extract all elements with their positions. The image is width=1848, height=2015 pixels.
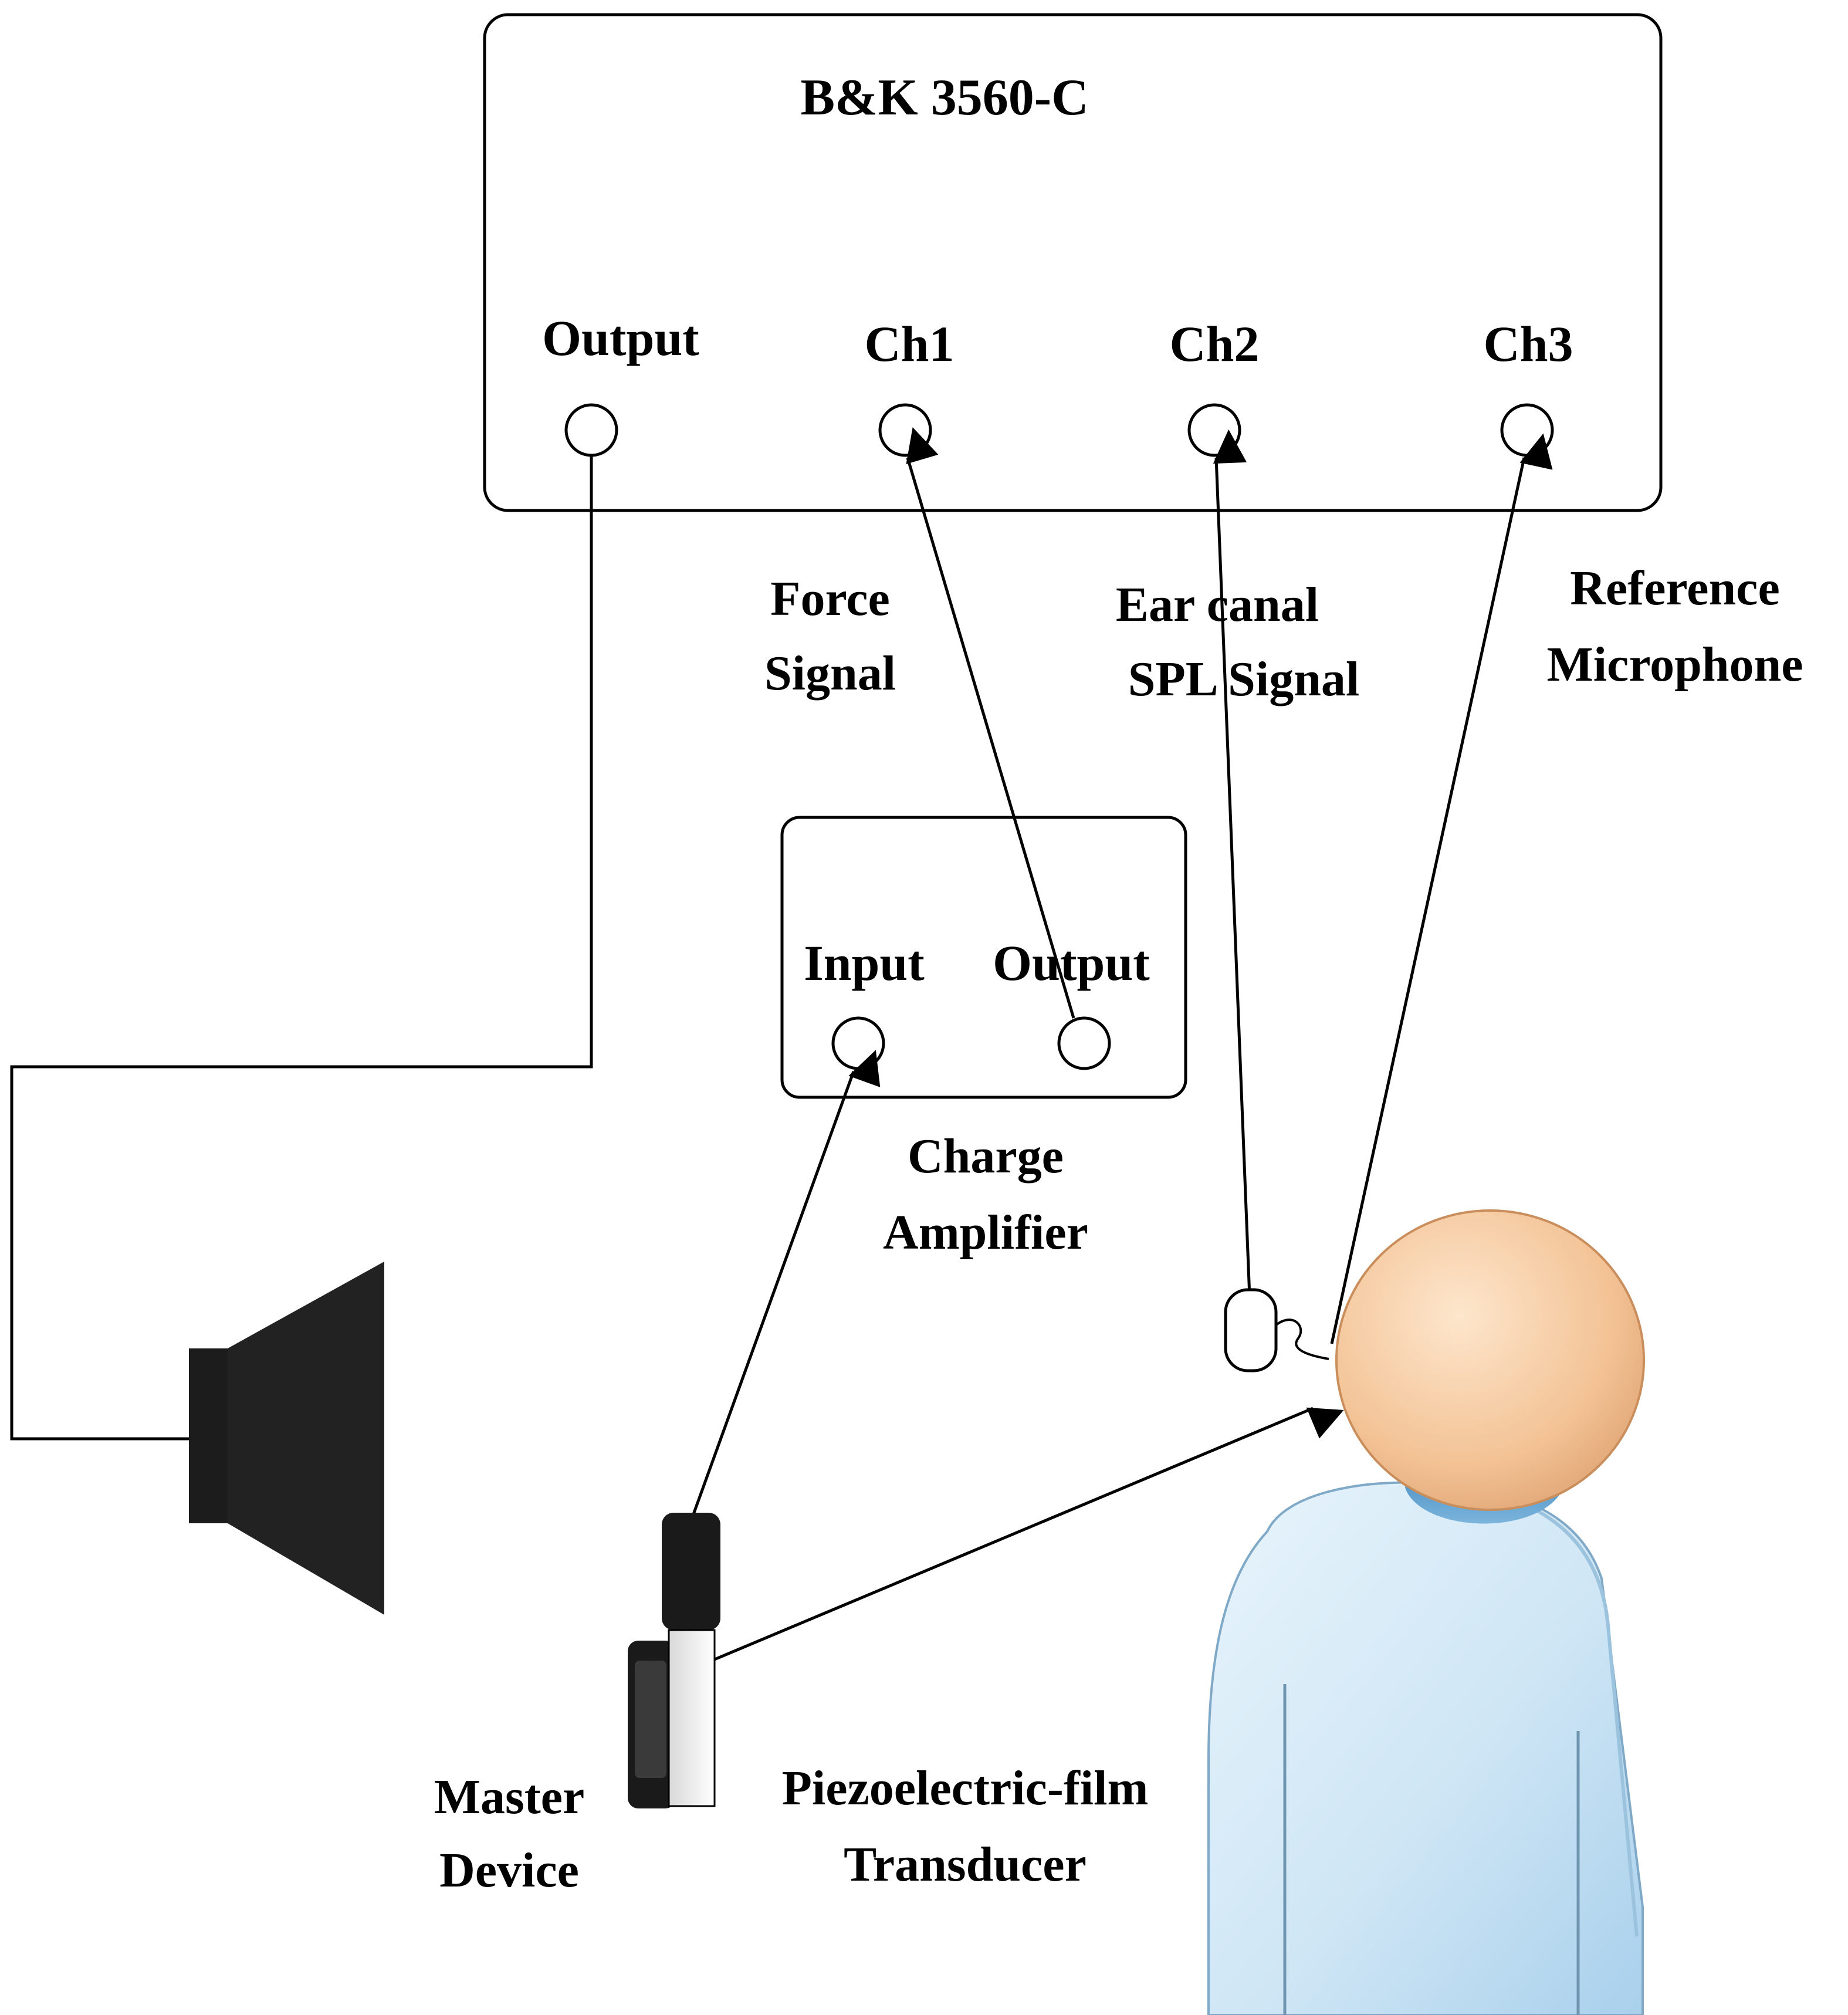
ear-canal-microphone-icon xyxy=(1224,1288,1329,1372)
master-device-icon xyxy=(628,1513,720,1808)
analyzer-port-ch2-label: Ch2 xyxy=(1170,316,1260,372)
analyzer-port-ch1-label: Ch1 xyxy=(865,316,955,372)
ear-canal-signal-label-line2: SPL Signal xyxy=(1128,652,1360,706)
analyzer-box: B&K 3560-C Output Ch1 Ch2 Ch3 xyxy=(483,13,1663,512)
charge-amplifier-input-label: Input xyxy=(804,935,925,991)
transducer-to-amplifier-arrow xyxy=(688,1050,881,1526)
charge-amplifier-box: Input Output xyxy=(780,816,1187,1099)
transducer-label-line2: Transducer xyxy=(844,1837,1087,1892)
analyzer-output-jack[interactable] xyxy=(564,403,618,457)
analyzer-ch1-jack[interactable] xyxy=(878,403,932,457)
force-signal-label-line1: Force xyxy=(770,572,890,626)
master-device-label-line2: Device xyxy=(439,1843,579,1898)
analyzer-ch2-jack[interactable] xyxy=(1187,403,1241,457)
charge-amplifier-input-jack[interactable] xyxy=(831,1016,885,1070)
charge-amplifier-output-jack[interactable] xyxy=(1057,1016,1111,1070)
reference-microphone-label-line1: Reference xyxy=(1570,561,1780,616)
charge-amplifier-label-line1: Charge xyxy=(908,1129,1064,1184)
analyzer-port-output-label: Output xyxy=(542,310,699,366)
analyzer-title: B&K 3560-C xyxy=(800,69,1088,126)
human-subject-icon xyxy=(1207,1209,1645,2015)
charge-amplifier-label-line2: Amplifier xyxy=(883,1205,1088,1260)
force-signal-label-line2: Signal xyxy=(764,646,896,701)
reference-microphone-arrow xyxy=(1330,433,1553,1344)
loudspeaker-icon xyxy=(189,1262,384,1615)
master-device-label-line1: Master xyxy=(434,1770,585,1824)
vibration-to-subject-arrow xyxy=(714,1407,1344,1661)
transducer-label-line1: Piezoelectric-film xyxy=(782,1761,1149,1815)
piezoelectric-film-transducer-icon xyxy=(668,1629,716,1807)
ear-canal-spl-arrow xyxy=(1213,429,1251,1297)
ear-canal-signal-label-line1: Ear canal xyxy=(1116,577,1319,632)
output-to-speaker-wire xyxy=(10,455,593,1441)
analyzer-ch3-jack[interactable] xyxy=(1500,403,1554,457)
reference-microphone-label-line2: Microphone xyxy=(1546,637,1803,692)
force-signal-arrow xyxy=(906,427,1075,1019)
analyzer-port-ch3-label: Ch3 xyxy=(1484,316,1573,372)
charge-amplifier-output-label: Output xyxy=(993,935,1150,991)
